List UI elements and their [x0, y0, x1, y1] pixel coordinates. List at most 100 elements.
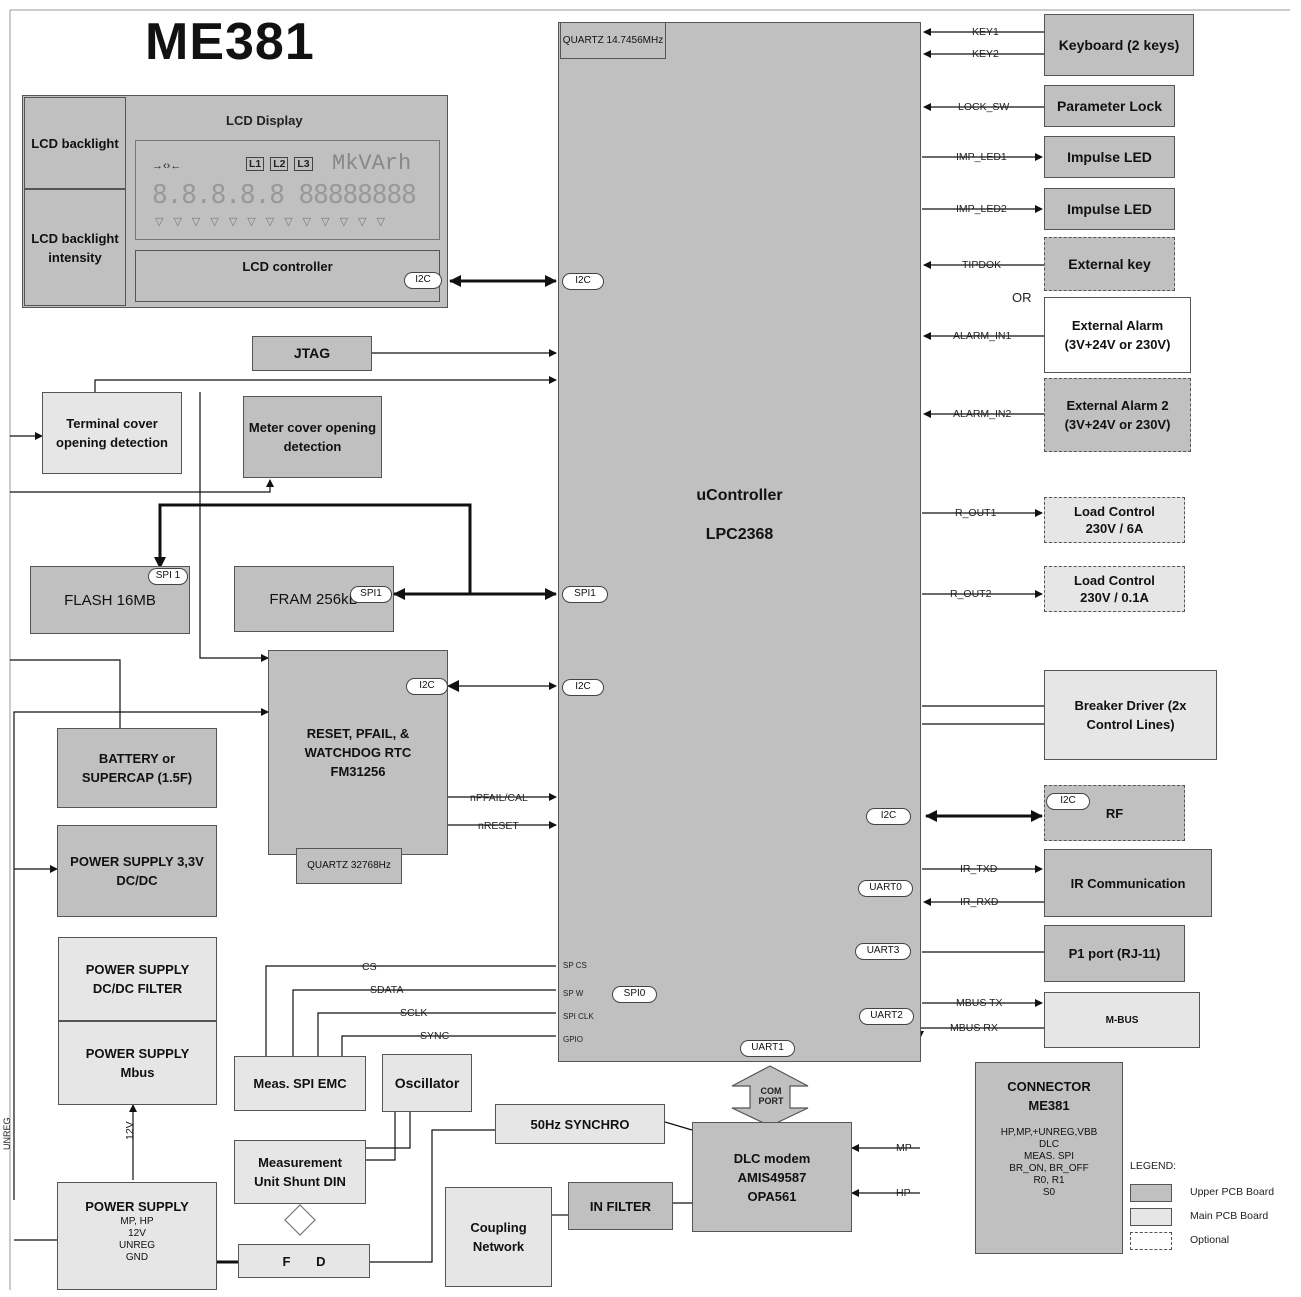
- diagram-title: ME381: [145, 13, 315, 71]
- terminal-cover-block: Terminal cover opening detection: [42, 392, 182, 474]
- ps-main-line-2: 12V: [128, 1228, 146, 1239]
- keyboard-label: Keyboard (2 keys): [1058, 36, 1180, 53]
- dlc-modem-label: DLC modem AMIS49587 OPA561: [733, 1150, 811, 1204]
- ps-33v-label: POWER SUPPLY 3,3V DC/DC: [70, 854, 204, 888]
- lcd-i2c-port: I2C: [404, 272, 442, 289]
- ucontroller-part: LPC2368: [705, 525, 774, 543]
- spi-pin-w: SP W: [563, 989, 584, 998]
- in-filter-block: IN FILTER: [568, 1182, 673, 1230]
- uc-uart1: UART1: [740, 1040, 795, 1057]
- mbus-block: M-BUS: [1044, 992, 1200, 1048]
- synchro-label: 50Hz SYNCHRO: [530, 1116, 630, 1132]
- legend-label-optional: Optional: [1190, 1234, 1230, 1246]
- lcd-backlight-intensity-label: LCD backlight intensity: [31, 230, 119, 265]
- connector-block: CONNECTOR ME381 HP,MP,+UNREG,VBB DLC MEA…: [975, 1062, 1123, 1254]
- oscillator-label: Oscillator: [394, 1074, 460, 1091]
- meas-spi-emc-label: Meas. SPI EMC: [253, 1076, 347, 1091]
- keyboard-block: Keyboard (2 keys): [1044, 14, 1194, 76]
- p1-port-block: P1 port (RJ-11): [1044, 925, 1185, 982]
- coupling-label: Coupling Network: [470, 1220, 527, 1254]
- flash-spi-port: SPI 1: [148, 568, 188, 585]
- lcd-display-title: LCD Display: [226, 113, 303, 128]
- spi-pin-clk: SPI CLK: [563, 1012, 594, 1021]
- rf-label: RF: [1105, 805, 1124, 821]
- phase-l2: L2: [270, 157, 289, 171]
- ps-mbus-label: POWER SUPPLY Mbus: [85, 1046, 190, 1080]
- impulse-led-1: Impulse LED: [1044, 136, 1175, 178]
- fram-label: FRAM 256kB: [269, 590, 359, 608]
- lcd-arrow-row: ▽▽▽▽▽▽▽▽▽▽▽▽▽: [155, 216, 395, 228]
- ir-rxd-signal: IR_RXD: [960, 896, 999, 908]
- uc-i2c-mid: I2C: [562, 679, 604, 696]
- connector-title: CONNECTOR ME381: [1007, 1079, 1091, 1113]
- phase-l1: L1: [246, 157, 265, 171]
- measurement-unit: Measurement Unit Shunt DIN: [234, 1140, 366, 1204]
- quartz-main-label: QUARTZ 14.7456MHz: [562, 34, 664, 46]
- fram-spi-port: SPI1: [350, 586, 392, 603]
- lcd-segments: 8.8.8.8.8 88888888: [152, 180, 417, 210]
- uc-spi1: SPI1: [562, 586, 608, 603]
- external-alarm-label: External Alarm (3V+24V or 230V): [1064, 318, 1171, 352]
- external-alarm-2-label: External Alarm 2 (3V+24V or 230V): [1064, 398, 1171, 432]
- lcd-units: MkVArh: [332, 151, 412, 176]
- external-key-label: External key: [1068, 255, 1151, 272]
- legend-label-main: Main PCB Board: [1190, 1210, 1269, 1222]
- load-control-2-label: Load Control 230V / 0.1A: [1074, 573, 1155, 605]
- key2-signal: KEY2: [972, 48, 999, 60]
- signal-sync: SYNC: [420, 1030, 450, 1042]
- ucontroller-name: uController: [696, 486, 783, 504]
- npfail-signal: nPFAIL/CAL: [470, 792, 528, 804]
- hp-signal: HP: [896, 1187, 911, 1199]
- signal-sdata: SDATA: [370, 984, 404, 996]
- fd-block: F D: [238, 1244, 370, 1278]
- mp-signal: MP: [896, 1142, 912, 1154]
- ps-mbus-block: POWER SUPPLY Mbus: [58, 1021, 217, 1105]
- legend-swatch-main: [1130, 1208, 1172, 1226]
- or-label: OR: [1012, 290, 1032, 305]
- signal-sclk: SCLK: [400, 1007, 428, 1019]
- external-key-block: External key: [1044, 237, 1175, 291]
- synchro-block: 50Hz SYNCHRO: [495, 1104, 665, 1144]
- lcd-controller: LCD controller: [135, 250, 440, 302]
- meas-spi-emc: Meas. SPI EMC: [234, 1056, 366, 1111]
- ps-filter-label: POWER SUPPLY DC/DC FILTER: [85, 962, 190, 996]
- ucontroller-block: uController LPC2368: [558, 22, 921, 1062]
- legend-label-upper: Upper PCB Board: [1190, 1186, 1275, 1198]
- alarm-in1-signal: ALARM_IN1: [953, 330, 1012, 342]
- lock-sw-signal: LOCK_SW: [958, 101, 1010, 113]
- quartz-rtc-label: QUARTZ 32768Hz: [307, 860, 391, 871]
- connector-line-1: HP,MP,+UNREG,VBB: [1000, 1127, 1098, 1138]
- nreset-signal: nRESET: [478, 820, 519, 832]
- battery-label: BATTERY or SUPERCAP (1.5F): [81, 751, 193, 785]
- key1-signal: KEY1: [972, 26, 999, 38]
- imp-led2-signal: IMP_LED2: [956, 203, 1007, 215]
- battery-block: BATTERY or SUPERCAP (1.5F): [57, 728, 217, 808]
- ps-filter-block: POWER SUPPLY DC/DC FILTER: [58, 937, 217, 1021]
- v12-label: 12V: [124, 1121, 136, 1140]
- impulse-led-2: Impulse LED: [1044, 188, 1175, 230]
- ir-txd-signal: IR_TXD: [960, 863, 998, 875]
- mbus-rx-signal: MBUS RX: [950, 1022, 998, 1034]
- measurement-unit-label: Measurement Unit Shunt DIN: [254, 1155, 346, 1189]
- quartz-main: QUARTZ 14.7456MHz: [560, 22, 666, 59]
- ps-main-line-4: GND: [125, 1252, 149, 1263]
- terminal-cover-label: Terminal cover opening detection: [56, 416, 168, 450]
- dlc-modem-block: DLC modem AMIS49587 OPA561: [692, 1122, 852, 1232]
- oscillator-block: Oscillator: [382, 1054, 472, 1112]
- ps-main-line-3: UNREG: [118, 1240, 156, 1251]
- load-control-1: Load Control 230V / 6A: [1044, 497, 1185, 543]
- breaker-driver-block: Breaker Driver (2x Control Lines): [1044, 670, 1217, 760]
- reset-i2c-port: I2C: [406, 678, 448, 695]
- connector-line-3: MEAS. SPI: [1023, 1151, 1074, 1162]
- breaker-driver-label: Breaker Driver (2x Control Lines): [1074, 698, 1187, 732]
- uc-uart3: UART3: [855, 943, 911, 960]
- tipdok-signal: TIPDOK: [962, 259, 1002, 271]
- connector-line-5: R0, R1: [1033, 1175, 1065, 1186]
- lcd-backlight-intensity: LCD backlight intensity: [24, 189, 126, 306]
- fd-label: F D: [282, 1253, 326, 1269]
- impulse-led-1-label: Impulse LED: [1067, 148, 1152, 165]
- connector-line-2: DLC: [1038, 1139, 1059, 1150]
- load-control-1-label: Load Control 230V / 6A: [1074, 504, 1155, 536]
